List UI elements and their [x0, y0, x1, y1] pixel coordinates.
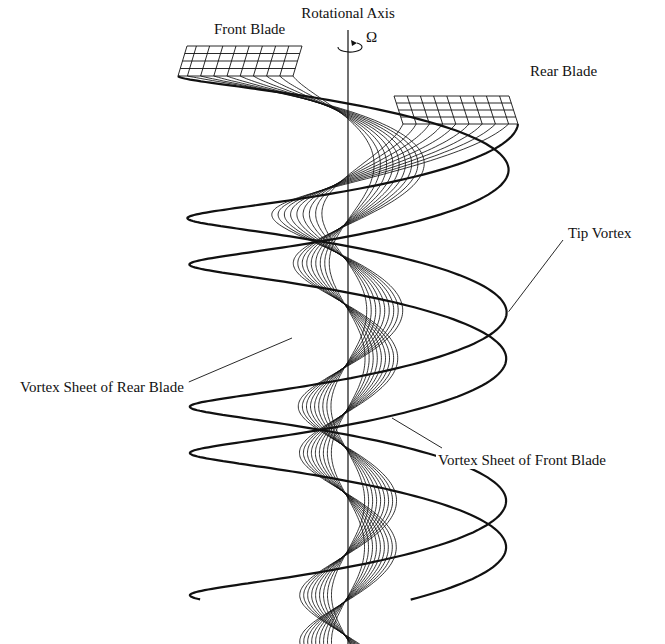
blade-grid-line [178, 76, 293, 77]
rotation-arrowhead [351, 40, 357, 46]
blade-label: Rear Blade [528, 62, 599, 80]
leader-line [509, 240, 563, 312]
leader-line [392, 418, 442, 448]
blade-grid-line [187, 46, 302, 47]
vortex-sheet-filament [267, 76, 387, 644]
tip-vortex-curve [187, 124, 518, 599]
vortex-sheet-filament [309, 124, 429, 644]
blade-grid-line [394, 96, 509, 97]
rotation-arrow [338, 43, 362, 52]
sheet-label: Vortex Sheet of Rear Blade [18, 378, 186, 396]
blade-label: Front Blade [212, 20, 287, 38]
vortex-sheet-filament [280, 76, 381, 644]
blade-grid-line [396, 103, 511, 104]
blade-grid-line [180, 68, 295, 69]
blade-grid-line [399, 110, 514, 111]
blade-grid-line [183, 61, 298, 62]
omega-symbol: Ω [364, 28, 379, 46]
blade-grid-line [401, 117, 516, 118]
axis-label: Rotational Axis [299, 4, 397, 22]
vortex-sheet-filament [293, 76, 374, 644]
vortex-sheet-filament [278, 124, 495, 644]
vortex-sheet-filament [272, 124, 509, 644]
wake-curves [178, 46, 518, 644]
vortex-label: Tip Vortex [566, 224, 634, 242]
blade-grid-line [185, 53, 300, 54]
vortex-sheet-filament [240, 76, 399, 644]
leader-lines [189, 240, 563, 448]
leader-line [189, 338, 292, 382]
vortex-sheet-filament [214, 76, 412, 644]
sheet-label: Vortex Sheet of Front Blade [436, 451, 608, 469]
tip-vortex-curve [178, 76, 509, 600]
blade-grid-line [403, 124, 518, 125]
